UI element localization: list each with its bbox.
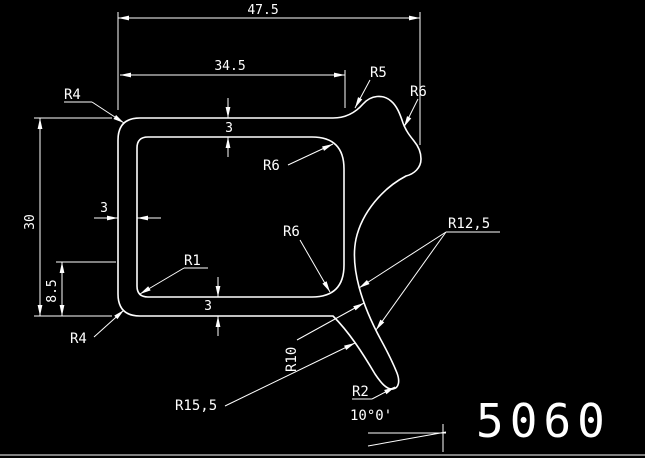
part-number: 5060 [476, 394, 611, 448]
callout-r4-top: R4 [64, 87, 125, 124]
callout-r10: R10 [284, 302, 365, 372]
callout-r6-outer-label: R6 [410, 84, 427, 100]
callout-r6-outer: R6 [403, 84, 427, 128]
dim-wall-top-label: 3 [225, 121, 233, 136]
callout-r2: R2 [352, 384, 396, 400]
callout-r10-label: R10 [284, 347, 300, 372]
dim-wall-bottom-label: 3 [204, 299, 212, 314]
profile-outer-contour [117, 95, 422, 390]
callout-r6-inner-top-label: R6 [263, 158, 280, 174]
dim-angle: 10°0' [350, 408, 447, 452]
callout-r6-inner-bottom-label: R6 [283, 224, 300, 240]
dim-wall-left: 3 [94, 201, 161, 221]
dim-inner-width: 34.5 [120, 59, 346, 108]
callout-r5: R5 [354, 65, 387, 109]
dim-wall-left-label: 3 [100, 201, 108, 216]
dim-wall-top: 3 [225, 98, 233, 157]
callout-r12-5: R12,5 [358, 216, 500, 331]
callout-r6-inner-top: R6 [263, 143, 334, 174]
callout-r12-5-label: R12,5 [448, 216, 490, 232]
dim-angle-label: 10°0' [350, 408, 392, 424]
callout-r15-5-label: R15,5 [175, 398, 217, 414]
dim-wall-bottom: 3 [204, 277, 221, 336]
dim-inner-width-label: 34.5 [214, 59, 245, 74]
dim-bottom-offset: 8.5 [45, 261, 116, 316]
callout-r4-bottom-label: R4 [70, 331, 87, 347]
callout-r4-top-label: R4 [64, 87, 81, 103]
callout-r4-bottom: R4 [70, 309, 125, 347]
callout-r2-label: R2 [352, 384, 369, 400]
callout-r15-5: R15,5 [175, 342, 356, 414]
callout-r6-inner-bottom: R6 [283, 224, 331, 293]
dim-height: 30 [23, 117, 112, 317]
callout-r1-label: R1 [184, 253, 201, 269]
profile [117, 95, 422, 390]
dim-bottom-offset-label: 8.5 [45, 279, 60, 302]
callout-r5-label: R5 [370, 65, 387, 81]
profile-inner-contour [136, 136, 345, 298]
callout-r1: R1 [139, 253, 208, 295]
dim-height-label: 30 [23, 214, 38, 230]
dim-total-width: 47.5 [117, 3, 421, 145]
dim-total-width-label: 47.5 [247, 3, 278, 18]
